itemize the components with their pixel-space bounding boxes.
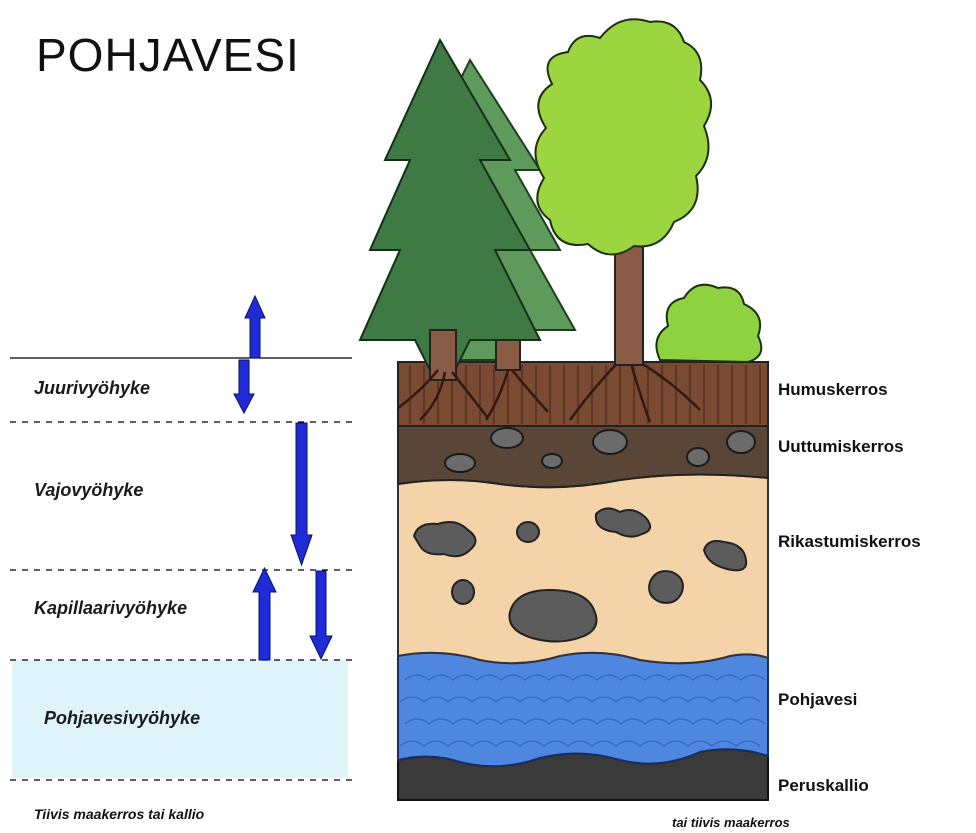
soil-profile-drawing [360,19,768,800]
evaporation-up-arrow [245,296,265,358]
page-title: POHJAVESI [36,28,300,82]
stone [445,454,475,472]
infiltration-down-arrow [234,360,254,413]
stone [649,571,683,603]
zone-label-juuri: Juurivyöhyke [34,378,150,399]
footer-right-caption: tai tiivis maakerros [672,815,790,830]
layer-label-rikastumis: Rikastumiskerros [778,532,921,552]
stone [593,430,627,454]
zone-label-kapillaari: Kapillaarivyöhyke [34,598,187,619]
layer-label-pohjavesi: Pohjavesi [778,690,857,710]
stone [509,590,596,642]
recharge-down-arrow [310,571,332,659]
stone [517,522,539,542]
stone [542,454,562,468]
stone [452,580,474,604]
stone [727,431,755,453]
stone [687,448,709,466]
layer-label-humus: Humuskerros [778,380,888,400]
layer-label-uuttumis: Uuttumiskerros [778,437,904,457]
groundwater-layer [398,653,768,766]
stone [491,428,523,448]
footer-left-caption: Tiivis maakerros tai kallio [34,806,204,822]
stone [414,522,476,556]
percolation-down-arrow [291,423,312,565]
layer-label-peruskallio: Peruskallio [778,776,869,796]
zone-label-pohjavesi: Pohjavesivyöhyke [44,708,200,729]
capillary-up-arrow [253,568,276,660]
zone-label-vajo: Vajovyöhyke [34,480,143,501]
bush [656,285,761,362]
